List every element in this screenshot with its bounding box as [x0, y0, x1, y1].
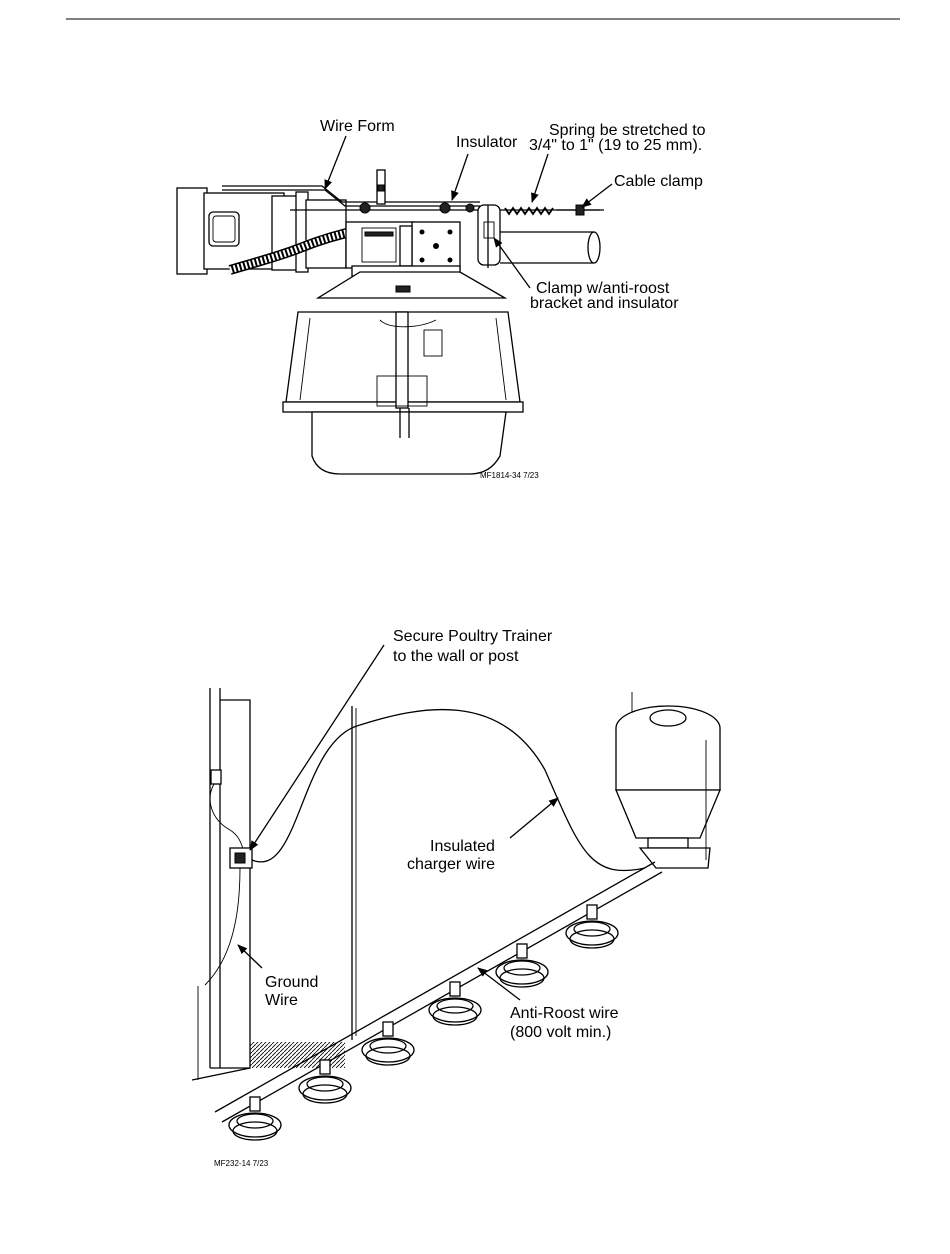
- anti-roost-label-line1: Anti-Roost wire: [510, 1005, 619, 1022]
- anti-roost-label-line2: (800 volt min.): [510, 1024, 611, 1041]
- insulated-label-line2: charger wire: [407, 856, 495, 873]
- cable-clamp-label: Cable clamp: [614, 173, 703, 190]
- cable-clamp-leader: [582, 184, 612, 207]
- secure-label-line2: to the wall or post: [393, 648, 519, 665]
- insulated-label-line1: Insulated: [430, 838, 495, 855]
- ground-label-line2: Wire: [265, 992, 298, 1009]
- spring-label-line2: 3/4" to 1" (19 to 25 mm).: [529, 137, 702, 154]
- feeder-pan-drive-illustration: [177, 170, 604, 474]
- feeder-pans: [229, 905, 618, 1140]
- insulated-wire-leader: [510, 798, 558, 838]
- insulator-leader: [452, 154, 468, 200]
- wire-form-label: Wire Form: [320, 118, 395, 135]
- ground-label-line1: Ground: [265, 974, 318, 991]
- secure-trainer-leader: [250, 645, 384, 850]
- secure-label-line1: Secure Poultry Trainer: [393, 628, 553, 645]
- spring-leader: [532, 154, 548, 202]
- wire-form-leader: [325, 136, 346, 189]
- figure1-id: MF1814-34 7/23: [480, 471, 539, 480]
- insulator-label: Insulator: [456, 134, 518, 151]
- clamp-label-line2: bracket and insulator: [530, 295, 679, 312]
- figure2-id: MF232-14 7/23: [214, 1159, 269, 1168]
- poultry-trainer-installation-illustration: [192, 688, 720, 1140]
